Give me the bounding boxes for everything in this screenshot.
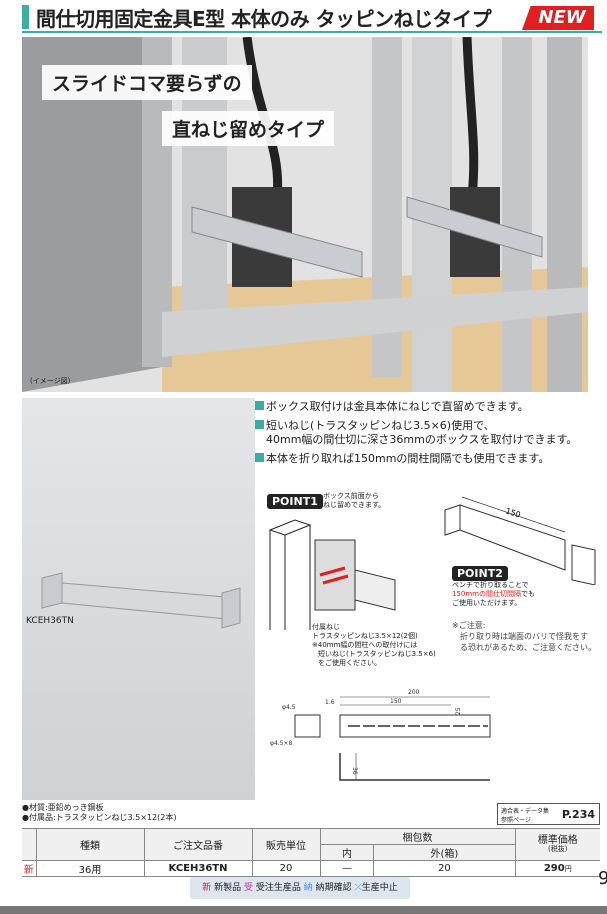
specs: ●材質:亜鉛めっき鋼板 ●付属品:トラスタッピンねじ3.5×12(2本) <box>22 803 176 823</box>
header-pack: 梱包数 <box>319 828 516 845</box>
point1-note: 付属ねじトラスタッピンねじ3.5×12(2個)※40mm幅の間柱への取付けには短… <box>312 623 436 667</box>
header-unit: 販売単位 <box>251 828 321 861</box>
dim-phi-4-5x8: φ4.5×8 <box>270 740 293 747</box>
header-inner: 内 <box>319 844 375 861</box>
cell-unit: 20 <box>251 860 321 877</box>
cell-inner: — <box>319 860 375 877</box>
point2-caution: ※ご注意:折り取り時は端面のバリで怪我をする恐れがあるため、ご注意ください。 <box>452 621 596 652</box>
point2-illustration: 150 <box>444 496 596 585</box>
dim-1-6: 1.6 <box>325 699 335 706</box>
hero-image: スライドコマ要らずの 直ねじ留めタイプ (イメージ図) <box>22 37 588 392</box>
bottom-bar <box>0 906 607 914</box>
point1-text: ボックス前面からねじ留めできます。 <box>323 492 386 509</box>
title-bar <box>22 3 602 33</box>
table-row: 新 36用 KCEH36TN 20 — 20 290円 <box>22 860 600 877</box>
header-type: 種類 <box>35 828 145 861</box>
material: ●材質:亜鉛めっき鋼板 <box>22 803 104 812</box>
feature-item-cont: 40mm幅の間仕切に深さ36mmのボックスを取付けできます。 <box>266 433 578 446</box>
cell-order-no: KCEH36TN <box>143 860 253 877</box>
dim-25: 25 <box>455 707 462 715</box>
product-photo: KCEH36TN <box>22 398 255 800</box>
dim-36: 36 <box>351 767 358 775</box>
product-table: 種類 ご注文品番 販売単位 梱包数 標準価格(税抜) 内外(箱) 新 36用 K… <box>22 828 600 877</box>
point1-label: POINT1 <box>267 494 323 509</box>
dim-phi-4-5: φ4.5 <box>282 704 296 711</box>
bracket-photo <box>41 572 241 629</box>
cell-outer: 20 <box>373 860 516 877</box>
dim-200: 200 <box>408 689 420 696</box>
point2-label: POINT2 <box>452 566 508 581</box>
product-model-label: KCEH36TN <box>26 616 74 626</box>
reference-box: 適合表・データ集参照ページ P.234 <box>497 803 600 825</box>
reference-page[interactable]: P.234 <box>561 808 595 821</box>
title-accent <box>22 5 29 29</box>
image-note: (イメージ図) <box>30 377 71 385</box>
hero-caption-2: 直ねじ留めタイプ <box>162 111 335 146</box>
page-title: 間仕切用固定金具E型 本体のみ タッピンねじタイプ <box>36 7 492 31</box>
cell-type: 36用 <box>35 860 145 877</box>
new-badge: NEW <box>522 6 594 30</box>
header-price: 標準価格(税抜) <box>514 828 600 861</box>
point2-dim: 150 <box>504 506 521 519</box>
header-order-no: ご注文品番 <box>143 828 253 861</box>
point1-illustration <box>268 519 396 630</box>
feature-item: ボックス取付けは金具本体にねじで直留めできます。 <box>255 400 577 414</box>
dimension-drawing: 200 150 1.6 25 φ4.5 φ4.5×8 36 <box>270 689 491 781</box>
accessory: ●付属品:トラスタッピンねじ3.5×12(2本) <box>22 813 177 822</box>
legend: 新 新製品 受 受注生産品 納 納期確認 ⤫生産中止 <box>190 877 410 899</box>
feature-item: 本体を折り取れば150mmの間柱間隔でも使用できます。 <box>255 452 577 466</box>
feature-item: 短いねじ(トラスタッピンねじ3.5×6)使用で、 <box>255 419 577 433</box>
hero-caption-1: スライドコマ要らずの <box>42 65 252 100</box>
feature-list: ボックス取付けは金具本体にねじで直留めできます。 短いねじ(トラスタッピンねじ3… <box>255 400 577 466</box>
page-number: 9 <box>598 868 607 889</box>
dim-150: 150 <box>390 698 402 705</box>
new-mark: 新 <box>22 860 37 877</box>
header-outer: 外(箱) <box>373 844 516 861</box>
installation-illustration <box>22 37 588 392</box>
cell-price: 290円 <box>514 860 600 877</box>
